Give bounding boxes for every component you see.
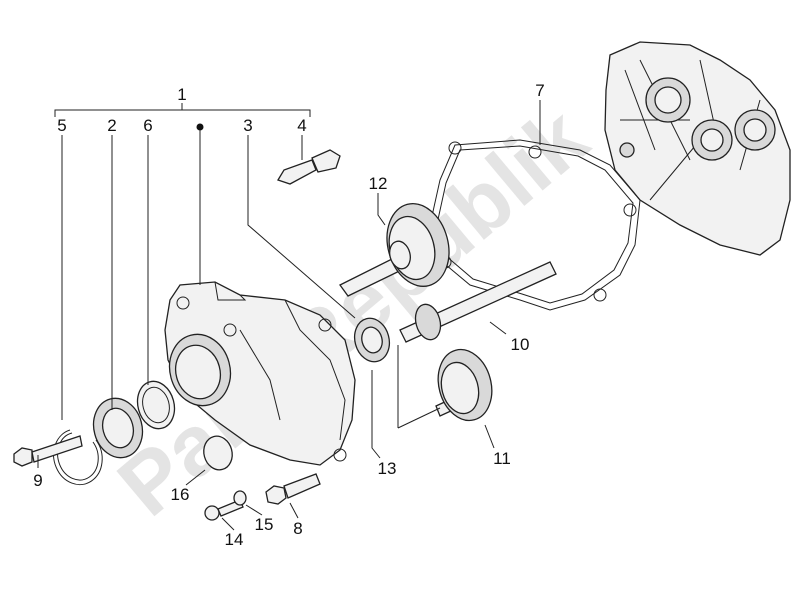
callout-11: 11 [493, 449, 511, 468]
callout-5: 5 [57, 116, 66, 135]
callout-10: 10 [511, 335, 530, 354]
shaft-10 [399, 261, 557, 343]
leader-lines [37, 100, 541, 531]
plug-cap [203, 435, 233, 471]
bearing-13 [353, 317, 391, 363]
callout-15: 15 [255, 515, 274, 534]
callout-4: 4 [297, 116, 306, 135]
bearing-2 [92, 397, 144, 459]
shaft-fitting [277, 149, 341, 185]
snap-ring [136, 380, 176, 430]
bolt-8 [265, 473, 321, 505]
callout-13: 13 [378, 459, 397, 478]
callout-9: 9 [33, 471, 42, 490]
callout-6: 6 [143, 116, 152, 135]
bolt-9 [13, 435, 83, 467]
callout-16: 16 [171, 485, 190, 504]
callout-12: 12 [369, 174, 388, 193]
transmission-cover [164, 281, 356, 466]
callout-3: 3 [243, 116, 252, 135]
callout-8: 8 [293, 519, 302, 538]
callout-14: 14 [225, 530, 244, 549]
reference-dot [196, 123, 204, 131]
callout-2: 2 [107, 116, 116, 135]
callout-1: 1 [177, 85, 186, 104]
callout-7: 7 [535, 81, 544, 100]
gear-12 [339, 203, 450, 297]
gear-11 [435, 348, 493, 422]
washer-15 [233, 490, 247, 506]
transmission-housing [604, 41, 791, 256]
